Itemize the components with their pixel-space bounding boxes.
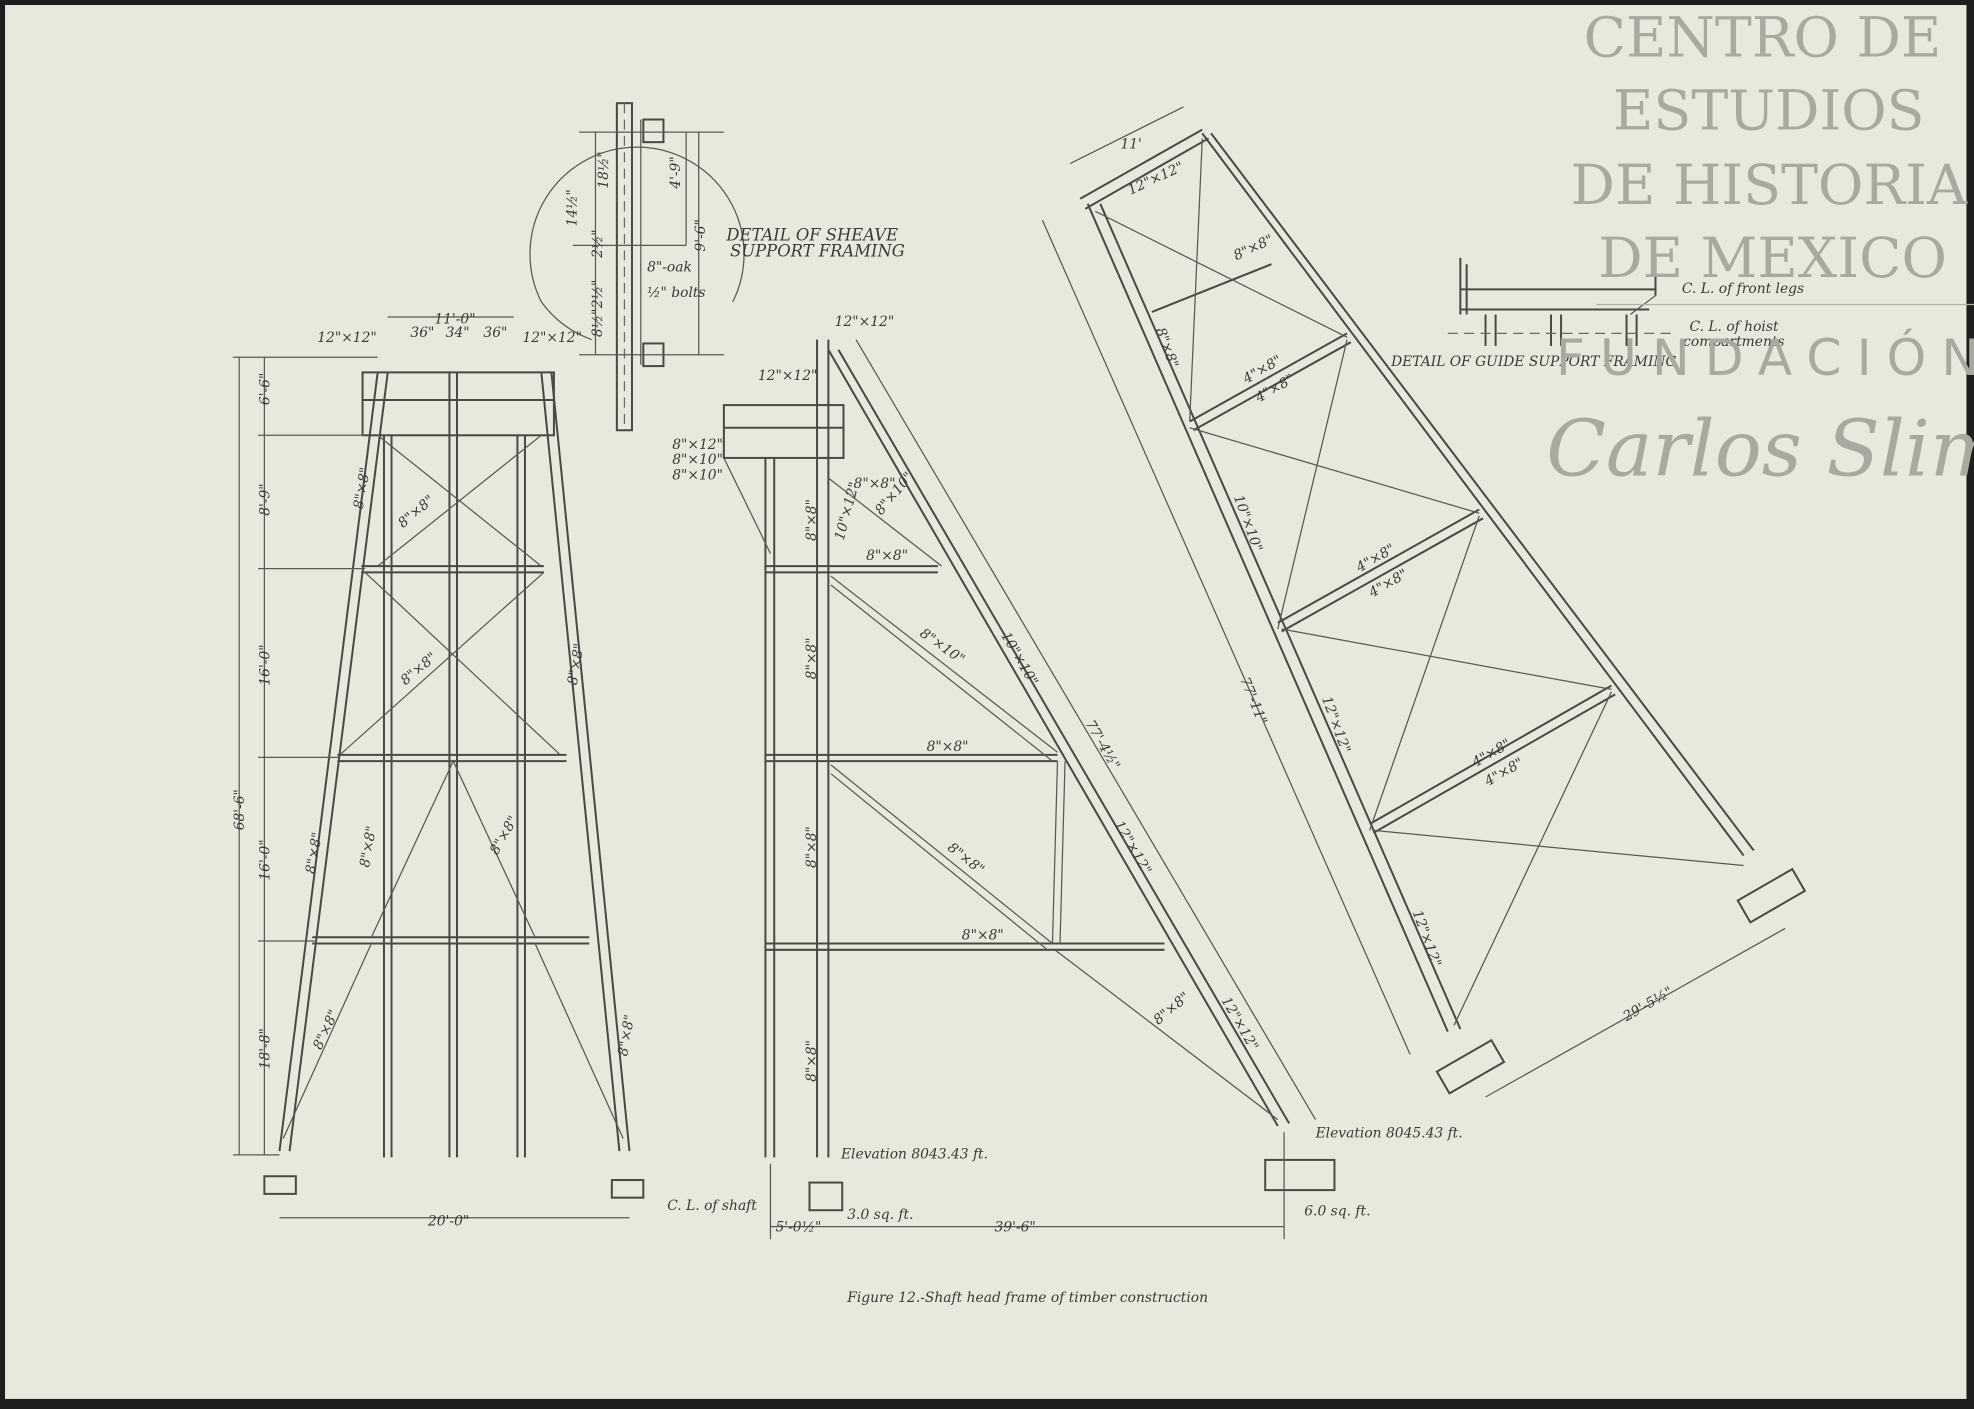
elevation-label: Elevation 8043.43 ft. bbox=[840, 1147, 988, 1163]
dim-label: 39'-6" bbox=[995, 1220, 1036, 1236]
dim-label: 2½" bbox=[590, 280, 606, 310]
member-label: 12"×12" bbox=[522, 330, 582, 346]
member-label: 8"×10" bbox=[672, 452, 723, 468]
member-label: 12"×12" bbox=[835, 314, 895, 330]
dim-label: 16'-0" bbox=[257, 839, 273, 880]
dim-label: 8½" bbox=[590, 309, 606, 338]
bolts-label: ½" bolts bbox=[647, 285, 705, 301]
centerline-label: compartments bbox=[1683, 334, 1784, 350]
member-label: 8"×8" bbox=[962, 928, 1004, 944]
guide-support-detail: DETAIL OF GUIDE SUPPORT FRAMING C. L. of… bbox=[1390, 257, 1804, 370]
oak-label: 8"-oak bbox=[647, 260, 692, 276]
watermark-text: DE MEXICO bbox=[1598, 227, 1947, 291]
member-label: 8"×8" bbox=[357, 825, 380, 869]
member-label: 8"×8" bbox=[804, 637, 820, 679]
dim-label: 18½" bbox=[596, 151, 612, 188]
figure-caption: Figure 12.-Shaft head frame of timber co… bbox=[846, 1290, 1208, 1306]
watermark-text: FUNDACIÓN bbox=[1556, 328, 1974, 387]
dim-label: 36" bbox=[483, 325, 507, 341]
dim-label: 11'-0" bbox=[434, 311, 475, 327]
member-label: 8"×8" bbox=[565, 642, 588, 686]
watermark-text: ESTUDIOS bbox=[1613, 80, 1925, 144]
elevation-label: Elevation 8045.43 ft. bbox=[1315, 1125, 1463, 1141]
watermark-logo: CENTRO DE ESTUDIOS DE HISTORIA DE MEXICO… bbox=[1546, 7, 1974, 495]
sheave-title: SUPPORT FRAMING bbox=[730, 242, 905, 261]
member-label: 8"×8" bbox=[804, 826, 820, 868]
dim-label: 6'-6" bbox=[257, 373, 273, 405]
footing-label: 3.0 sq. ft. bbox=[847, 1207, 913, 1223]
dim-label: 36" bbox=[410, 325, 434, 341]
member-label: 8"×12" bbox=[672, 437, 723, 453]
centerline-label: C. L. of front legs bbox=[1682, 281, 1804, 297]
dim-label: 4'-9" bbox=[668, 156, 684, 189]
sheave-detail: 4'-9" 9'-6" 18½" 14½" 2½" 2½" 8½" 8"-oak… bbox=[529, 102, 905, 432]
member-label: 8"×8" bbox=[927, 739, 969, 755]
member-label: 8"×8" bbox=[804, 499, 820, 541]
member-label: 8"×8" bbox=[615, 1013, 638, 1057]
dim-label: 8'-9" bbox=[257, 483, 273, 515]
watermark-text: DE HISTORIA bbox=[1571, 154, 1968, 218]
dim-label: 5'-0½" bbox=[776, 1220, 822, 1236]
dim-label: 18'-8" bbox=[257, 1028, 273, 1069]
sheave-title: DETAIL OF SHEAVE bbox=[725, 225, 898, 244]
member-label: 8"×8" bbox=[866, 548, 908, 564]
member-label: 8"×8" bbox=[303, 831, 326, 875]
dim-label: 16'-0" bbox=[257, 644, 273, 685]
dim-label: 9'-6" bbox=[693, 219, 709, 251]
dim-label: 2½" bbox=[590, 229, 606, 259]
paper bbox=[5, 5, 1967, 1399]
dim-label: 68'-6" bbox=[232, 789, 248, 830]
centerline-label: C. L. of hoist bbox=[1689, 319, 1778, 335]
member-label: 12"×12" bbox=[758, 368, 818, 384]
member-label: 8"×8" bbox=[854, 476, 896, 492]
dim-label: 34" bbox=[446, 325, 470, 341]
dim-label: 20'-0" bbox=[427, 1213, 469, 1229]
guide-title: DETAIL OF GUIDE SUPPORT FRAMING bbox=[1390, 354, 1676, 370]
watermark-signature: Carlos Slim bbox=[1546, 405, 1974, 495]
member-label: 8"×10" bbox=[672, 467, 723, 483]
footing-label: 6.0 sq. ft. bbox=[1304, 1203, 1370, 1219]
dim-label: 11' bbox=[1120, 136, 1141, 152]
member-label: 8"×8" bbox=[351, 466, 374, 510]
member-label: 12"×12" bbox=[317, 330, 377, 346]
side-elevation: 12"×12" 12"×12" 8"×12" 8"×10" 8"×10" 8"×… bbox=[667, 314, 1463, 1240]
watermark-text: CENTRO DE bbox=[1584, 7, 1942, 71]
centerline-label: C. L. of shaft bbox=[667, 1198, 757, 1214]
dim-label: 14½" bbox=[565, 189, 581, 226]
member-label: 8"×8" bbox=[804, 1040, 820, 1082]
